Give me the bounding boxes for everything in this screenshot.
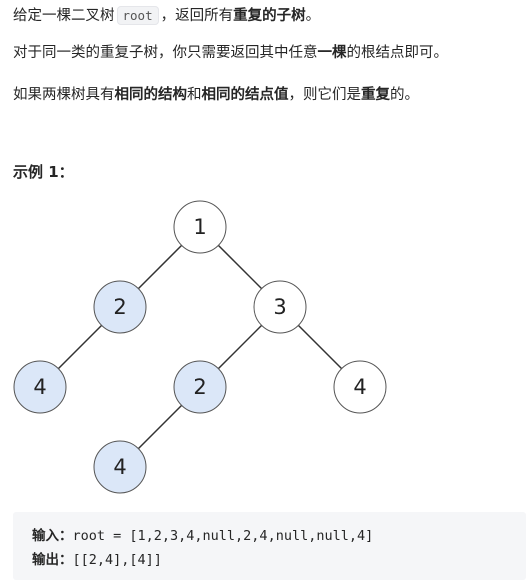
tree-edge-n1-n3 — [217, 244, 263, 290]
tree-edge-n3-n4b — [297, 324, 343, 370]
statement-text: ，则它们是 — [288, 87, 362, 103]
tree-node-circle — [173, 360, 227, 414]
tree-node-circle — [333, 360, 387, 414]
tree-edge-n1-n2 — [137, 244, 183, 290]
tree-node-n2: 2 — [93, 280, 147, 334]
tree-node-value: 2 — [113, 295, 126, 319]
example-io-block: 输入：root = [1,2,3,4,null,2,4,null,null,4]… — [13, 512, 526, 580]
statement-text: 如果两棵树具有 — [13, 87, 115, 103]
statement-bold-text: 一棵 — [317, 45, 347, 61]
statement-bold-text: 相同的结点值 — [201, 87, 289, 103]
tree-node-value: 1 — [193, 215, 206, 239]
problem-statement-line-3: 如果两棵树具有相同的结构和相同的结点值，则它们是重复的。 — [13, 84, 419, 106]
problem-statement-line-2: 对于同一类的重复子树，你只需要返回其中任意一棵的根结点即可。 — [13, 42, 448, 64]
statement-text: ，返回所有 — [160, 8, 234, 24]
tree-node-value: 4 — [113, 455, 126, 479]
statement-bold-text: 相同的结构 — [114, 87, 188, 103]
statement-bold-text: 重复的子树 — [233, 8, 306, 24]
tree-node-n1: 1 — [173, 200, 227, 254]
tree-node-n4c: 4 — [93, 440, 147, 494]
tree-node-n2b: 2 — [173, 360, 227, 414]
statement-text: 的根结点即可。 — [346, 45, 449, 61]
tree-node-circle — [253, 280, 307, 334]
tree-node-value: 4 — [353, 375, 366, 399]
example-heading: 示例 1： — [13, 163, 74, 181]
tree-node-n4b: 4 — [333, 360, 387, 414]
tree-node-circle — [93, 280, 147, 334]
statement-text: 对于同一类的重复子树，你只需要返回其中任意 — [13, 45, 318, 61]
tree-node-n4a: 4 — [13, 360, 67, 414]
tree-node-circle — [173, 200, 227, 254]
tree-node-circle — [93, 440, 147, 494]
tree-node-circle — [13, 360, 67, 414]
statement-bold-text: 重复 — [361, 87, 390, 103]
statement-text: 的。 — [390, 87, 419, 103]
input-label: 输入： — [32, 528, 73, 544]
statement-text: 和 — [187, 87, 202, 103]
tree-edge-n2-n4a — [57, 324, 103, 370]
statement-text: 给定一棵二叉树 — [13, 8, 115, 24]
tree-edge-n3-n2b — [217, 324, 263, 370]
tree-node-n3: 3 — [253, 280, 307, 334]
input-value: root = [1,2,3,4,null,2,4,null,null,4] — [72, 528, 374, 544]
example-input-line: 输入：root = [1,2,3,4,null,2,4,null,null,4] — [32, 524, 526, 548]
tree-node-value: 3 — [273, 295, 286, 319]
output-value: [[2,4],[4]] — [72, 552, 162, 568]
binary-tree-diagram: 1 2 3 4 2 4 4 — [13, 200, 387, 494]
tree-nodes: 1 2 3 4 2 4 4 — [13, 200, 387, 494]
statement-text: 。 — [305, 8, 321, 24]
inline-code-root: root — [116, 6, 159, 25]
output-label: 输出： — [32, 552, 73, 568]
example-output-line: 输出：[[2,4],[4]] — [32, 548, 526, 572]
tree-node-value: 4 — [33, 375, 46, 399]
tree-node-value: 2 — [193, 375, 206, 399]
tree-edge-n2b-n4c — [137, 404, 183, 450]
tree-edges — [57, 244, 343, 450]
